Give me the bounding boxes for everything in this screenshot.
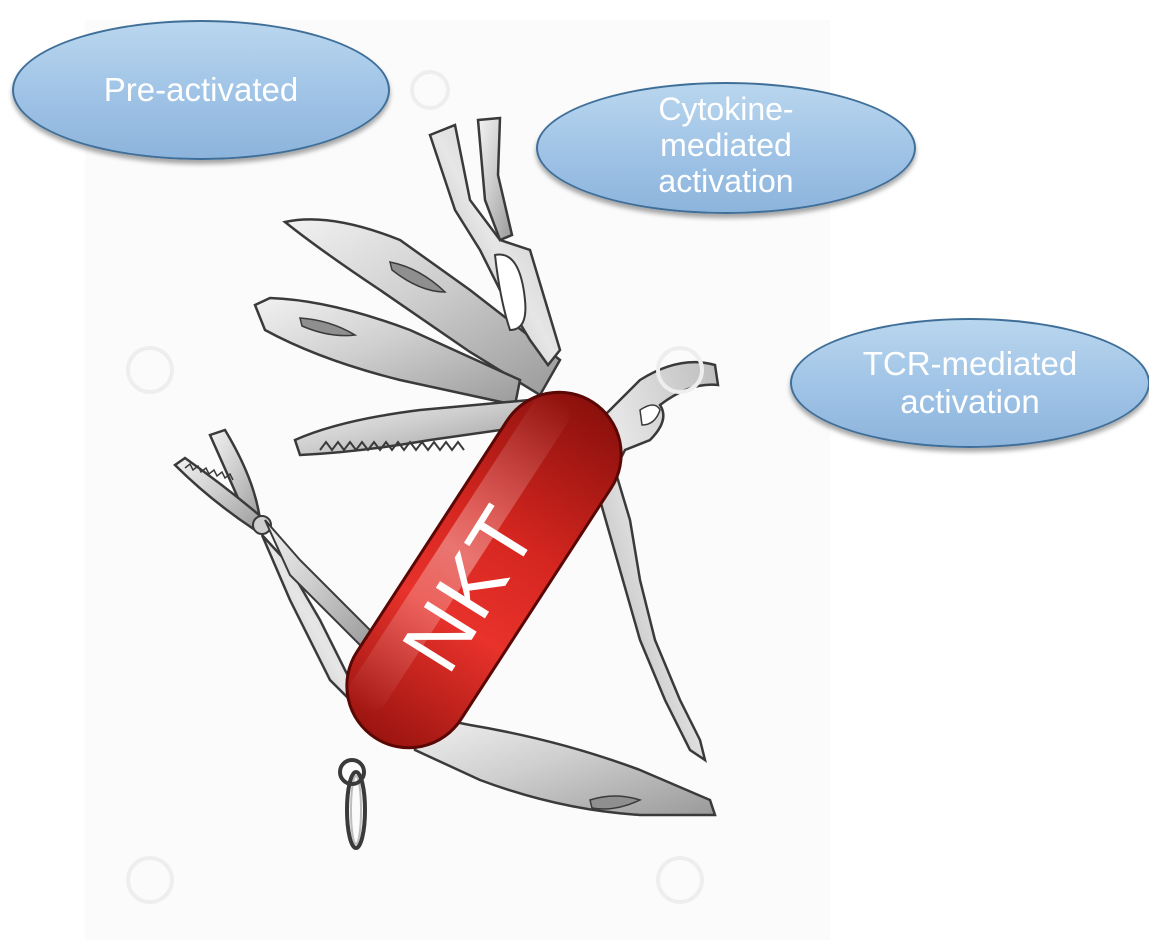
tcr-activation-label: TCR-mediated activation: [850, 345, 1090, 421]
cytokine-activation-label: Cytokine-mediated activation: [631, 91, 821, 199]
tcr-activation-bubble: TCR-mediated activation: [790, 318, 1149, 448]
cytokine-activation-bubble: Cytokine-mediated activation: [536, 82, 916, 214]
pre-activated-label: Pre-activated: [104, 71, 298, 109]
pre-activated-bubble: Pre-activated: [12, 20, 390, 160]
